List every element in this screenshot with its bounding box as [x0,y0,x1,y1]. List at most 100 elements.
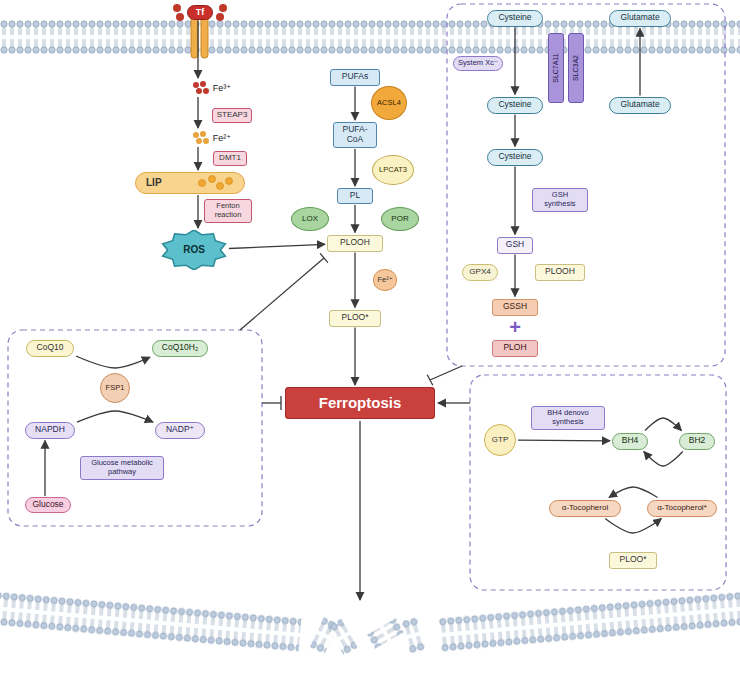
enzyme-pill: GPX4 [462,264,498,281]
iron-dots-icon [191,80,211,96]
reaction-arrow [514,255,515,297]
reaction-arrow [229,244,325,248]
metabolite-pill: Glutamate [609,10,671,27]
node-label: GTP [492,435,508,444]
node-label: Cysteine [498,13,531,23]
enzyme-box: DMT1 [213,151,247,166]
reaction-arrow [197,195,198,228]
node-label: PUFA-CoA [338,125,372,145]
reaction-arrow [639,29,640,96]
node-label: LIP [146,177,162,189]
node-label: PL [350,191,360,201]
transporter-subunit: SLC7A11 [548,33,564,103]
lipid-box: PLOH [492,340,538,357]
node-label: NAPDH [35,425,65,435]
node-label: Glutamate [620,13,659,23]
node-label: ROS [183,244,205,256]
reaction-arrow [514,28,515,95]
node-label: Cysteine [498,152,531,162]
transporter-name: System Xc⁻ [453,56,503,71]
cofactor-pill: NADP⁺ [155,422,205,439]
cofactor-pill: CoQ10 [26,340,74,357]
node-label: STEAP3 [217,110,248,119]
lipid-box: PLOOH [535,264,585,281]
cofactor-pill: NAPDH [25,422,75,439]
reaction-arrow [644,452,683,467]
node-label: Fe²⁺ [213,133,231,143]
iron-pool-band: LIP [135,172,245,194]
metabolite-pill: Cysteine [487,97,543,114]
activation-arrow [438,402,470,403]
reaction-arrow [514,167,515,235]
lipid-box: PUFA-CoA [333,122,377,148]
ruptured-membrane [0,590,740,656]
reaction-arrow [609,487,658,498]
node-label: BH2 [689,436,706,446]
node-label: Tf [196,7,205,17]
reaction-arrow [77,411,153,422]
node-label: Fe²⁺ [377,276,392,285]
node-label: SLC3A2 [572,55,580,81]
node-label: LOX [302,214,318,223]
metabolite-pill: Glucose [25,497,71,513]
outcome-box: Ferroptosis [285,387,435,419]
metabolite-pill: Glutamate [609,97,671,114]
node-label: System Xc⁻ [458,59,498,68]
node-label: ACSL4 [377,99,401,108]
node-label: PLOH [503,343,526,353]
reaction-arrow [197,147,198,170]
node-label: α-Tocopherol [562,503,608,512]
enzyme-circle: ACSL4 [371,86,407,120]
node-label: α-Tocopherol* [657,503,707,512]
reaction-arrow [354,205,355,233]
reaction-arrow [605,519,661,534]
ros-star: ROS [161,230,227,270]
cofactor-pill: BH2 [679,433,715,450]
node-label: PUFAs [342,72,368,82]
iron-pool-dots [196,173,236,193]
node-label: Glucose metabolic pathway [85,459,159,476]
reaction-arrow [197,21,198,79]
node-label: GSSH [503,302,527,312]
node-label: Fe³⁺ [213,83,231,93]
process-box: BH4 denovo synthesis [531,406,605,430]
node-label: CoQ10 [37,343,64,353]
lipid-box: PLOOH [327,235,383,252]
transporter-subunit: SLC3A2 [568,33,584,103]
node-label: Cysteine [498,100,531,110]
cofactor-pill: BH4 [612,433,648,450]
iron-circle: Fe²⁺ [373,269,398,291]
system-xc-group [447,4,725,366]
node-label: GSH [506,240,524,250]
node-label: Ferroptosis [319,394,402,411]
reaction-arrow [44,441,45,497]
plus-sign: + [509,317,521,337]
reaction-arrow [197,97,198,128]
transferrin-receptor [173,4,227,58]
node-label: NADP⁺ [166,425,194,435]
reaction-arrow [354,253,355,308]
reaction-arrow [354,328,355,386]
node-label: Glucose [32,500,63,510]
antioxidant-pill: α-Tocopherol [549,500,621,517]
enzyme-box: STEAP3 [212,108,253,123]
node-label: LPCAT3 [379,166,407,175]
node-label: FSP1 [106,384,125,393]
reaction-arrow [76,356,150,368]
node-label: GPX4 [469,267,490,276]
reaction-arrow [645,418,681,431]
reaction-arrow [354,149,355,186]
reaction-box: Fenton reaction [204,199,252,222]
metabolite-pill: Cysteine [487,149,543,166]
lipid-box: PLOO* [609,552,657,569]
cofactor-pill: CoQ10H₂ [152,340,208,357]
node-label: Glutamate [620,100,659,110]
lipid-box: PLOO* [329,310,381,327]
enzyme-oval: LOX [291,207,329,231]
node-label: POR [391,214,408,223]
process-box: Glucose metabolic pathway [80,456,164,480]
node-label: BH4 [622,436,639,446]
lipid-box: PUFAs [330,69,380,86]
enzyme-oval: POR [381,207,419,231]
ligand-pill: Tf [187,5,213,20]
